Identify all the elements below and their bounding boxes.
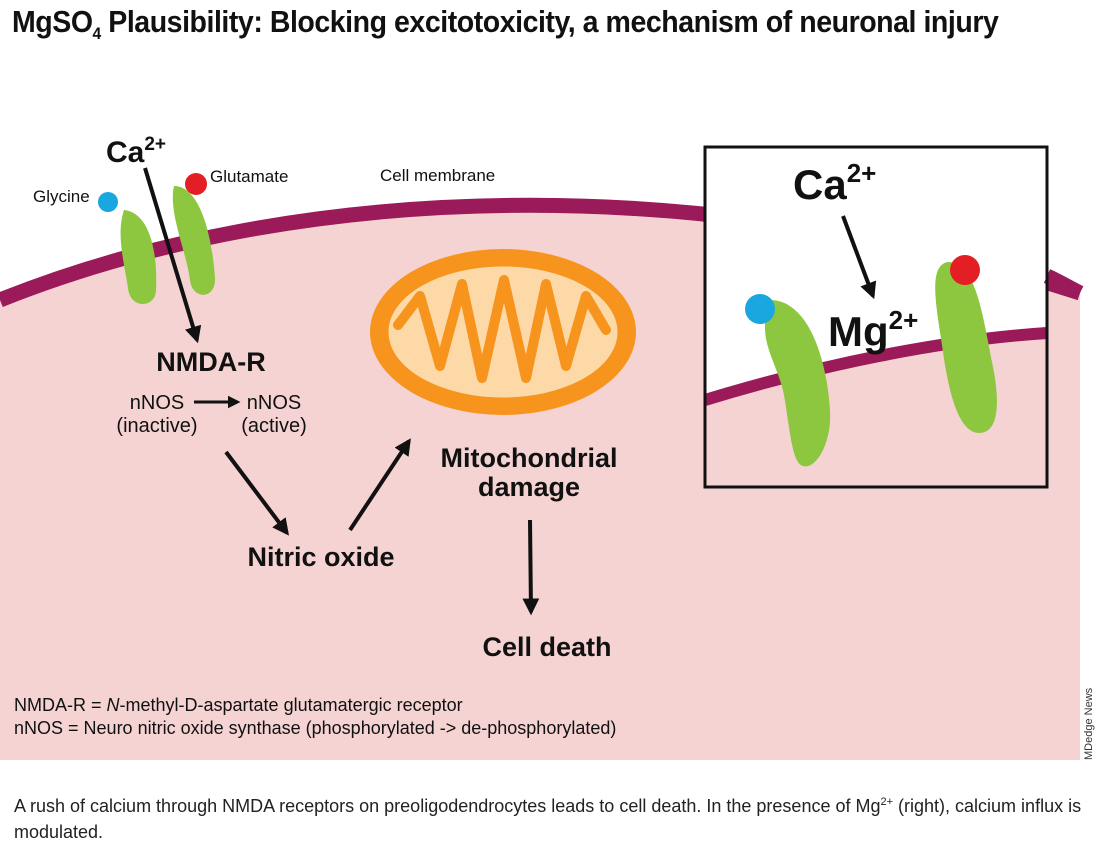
- nmda-r-label: NMDA-R: [156, 347, 265, 377]
- arrow-icon: [143, 167, 202, 344]
- credit-label: MDedge News: [1083, 687, 1095, 760]
- nnos-inactive-label: nNOS: [130, 392, 184, 414]
- nmda-receptor-icon: [120, 186, 216, 304]
- legend-nmda-eq: =: [86, 695, 107, 715]
- mitochondrial-label-line1: Mitochondrial: [441, 443, 618, 473]
- arrow-icon: [522, 519, 540, 616]
- cell-membrane-continuation: [1043, 269, 1084, 300]
- nnos-active-state: (active): [241, 415, 307, 437]
- inset-border: [703, 145, 1049, 489]
- cell-death-label: Cell death: [482, 632, 611, 662]
- glycine-dot-icon: [98, 192, 118, 212]
- glycine-dot-icon: [745, 294, 775, 324]
- nnos-inactive-state: (inactive): [116, 415, 197, 437]
- arrow-icon: [348, 438, 411, 532]
- legend-nnos-term: nNOS: [14, 718, 64, 738]
- legend-nmda-def: -methyl-D-aspartate glutamatergic recept…: [119, 695, 463, 715]
- title-rest: Plausibility: Blocking excitotoxicity, a…: [100, 4, 999, 39]
- title-prefix: MgSO: [12, 4, 93, 39]
- caption-part1: A rush of calcium through NMDA receptors…: [14, 796, 881, 816]
- caption-sup: 2+: [880, 796, 894, 808]
- title-subscript: 4: [92, 24, 102, 44]
- legend-nnos: nNOS = Neuro nitric oxide synthase (phos…: [14, 717, 616, 740]
- page-title: MgSO4 Plausibility: Blocking excitotoxic…: [12, 4, 999, 44]
- glutamate-dot-icon: [185, 173, 207, 195]
- ca-label: Ca2+: [106, 134, 166, 169]
- glycine-label: Glycine: [33, 187, 90, 206]
- glutamate-dot-icon: [950, 255, 980, 285]
- legend-nmda: NMDA-R = N-methyl-D-aspartate glutamater…: [14, 694, 616, 717]
- legend: NMDA-R = N-methyl-D-aspartate glutamater…: [14, 694, 616, 740]
- inset-mg-label: Mg2+: [828, 305, 918, 355]
- nitric-oxide-label: Nitric oxide: [247, 542, 394, 572]
- caption-part2: (right), calcium influx is modulated.: [14, 796, 1082, 842]
- nnos-active-label: nNOS: [247, 392, 301, 414]
- legend-nmda-italic: N: [106, 695, 120, 715]
- arrow-icon: [224, 450, 290, 536]
- legend-nnos-def: Neuro nitric oxide synthase (phosphoryla…: [83, 718, 617, 738]
- legend-nnos-eq: =: [63, 718, 84, 738]
- glutamate-label: Glutamate: [210, 167, 288, 186]
- caption: A rush of calcium through NMDA receptors…: [14, 789, 1084, 845]
- mitochondrion-icon: [370, 249, 636, 415]
- arrow-icon: [841, 215, 877, 300]
- legend-nmda-term: NMDA-R: [14, 695, 86, 715]
- cell-membrane-label: Cell membrane: [380, 166, 495, 185]
- inset-ca-label: Ca2+: [793, 158, 876, 208]
- mitochondrial-label-line2: damage: [478, 472, 580, 502]
